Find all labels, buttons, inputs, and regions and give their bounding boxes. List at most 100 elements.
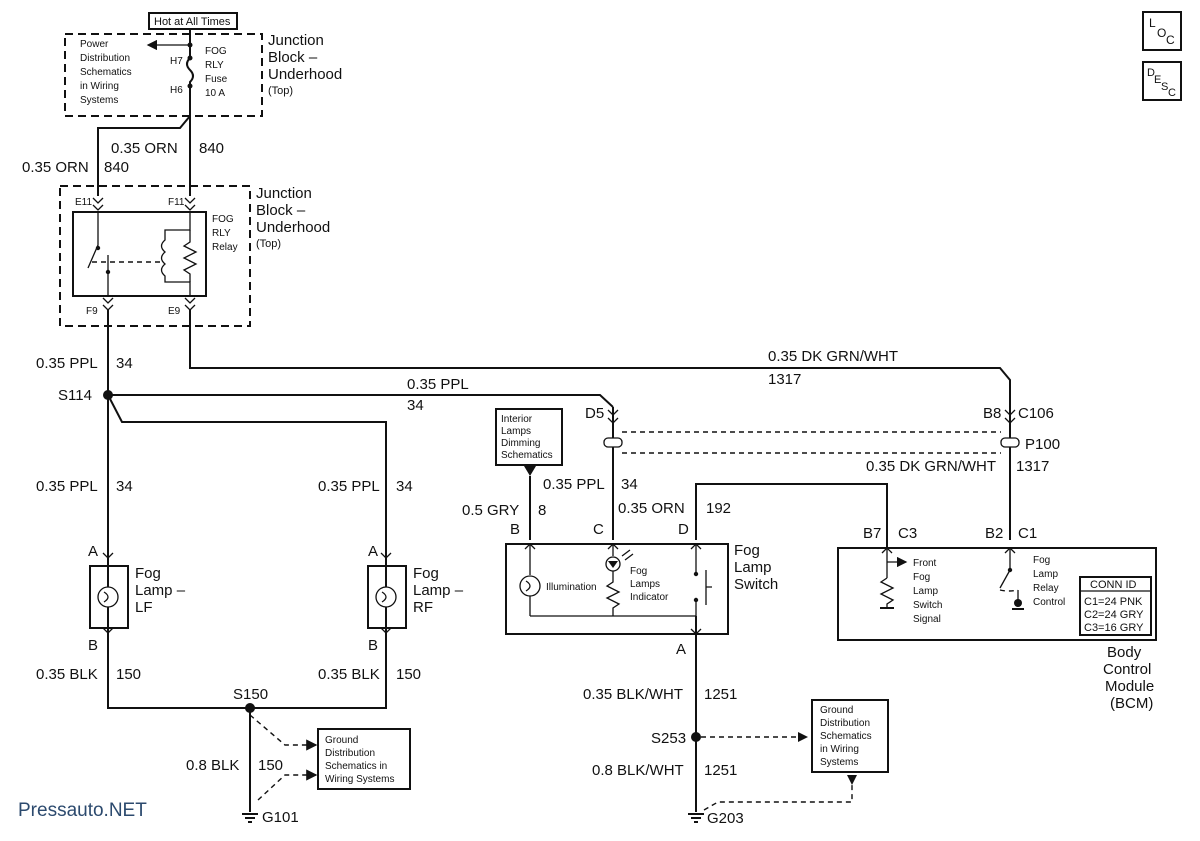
wire-840-left — [97, 96, 191, 196]
relay-pin-e11: E11 — [75, 197, 92, 208]
wire-gry-circuit: 8 — [538, 502, 546, 519]
ground-ref-g203-link — [703, 785, 853, 811]
wire-ppl-to-switch — [108, 394, 614, 408]
ground-dist-ref-box[interactable] — [317, 728, 411, 790]
ground-g101-icon — [242, 813, 258, 823]
conn-id-table — [1079, 576, 1152, 636]
wire-ppl-switch-color: 0.35 PPL — [407, 376, 469, 393]
interior-lamps-line-4: Schematics — [501, 450, 553, 461]
wire-ppl-main-circuit: 34 — [116, 355, 133, 372]
indicator-label-3: Indicator — [630, 592, 669, 603]
ground-dist-ref-right-box[interactable] — [811, 699, 889, 773]
fog-lamp-rf-pin-a: A — [368, 543, 378, 560]
bcm-pin-b2: B2 — [985, 525, 1003, 542]
wire-ppl-c-circuit: 34 — [621, 476, 638, 493]
ground-ref-left-3: Schematics in — [325, 761, 387, 772]
relay-label-3: Relay — [212, 242, 238, 253]
hot-at-all-times-label: Hot at All Times — [154, 16, 231, 28]
bcm-front-signal-3: Lamp — [913, 586, 938, 597]
wire-blk-left-color: 0.35 BLK — [36, 666, 98, 683]
ground-g101-label: G101 — [262, 809, 299, 826]
wire-orn-192 — [695, 483, 888, 548]
bcm-title-2: Control — [1103, 661, 1151, 678]
relay-block-title-2: Block – — [256, 202, 306, 219]
desc-letter-s: S — [1161, 81, 1168, 93]
wire-840-right-color: 0.35 ORN — [111, 140, 178, 157]
fog-switch-title-1: Fog — [734, 542, 760, 559]
interior-lamps-line-1: Interior — [501, 414, 533, 425]
relay-block-title-3: Underhood — [256, 219, 330, 236]
wire-blkwht08-color: 0.8 BLK/WHT — [592, 762, 684, 779]
hot-at-all-times-box — [148, 12, 238, 30]
splice-s150-label: S150 — [233, 686, 268, 703]
relay-block-title-1: Junction — [256, 185, 312, 202]
relay-resistor — [182, 230, 198, 282]
wire-blk-right-color: 0.35 BLK — [318, 666, 380, 683]
relay-switch-contact — [87, 212, 99, 269]
wire-blkwht-circuit: 1251 — [704, 686, 737, 703]
power-dist-line-1: Power — [80, 39, 109, 50]
ground-ref-right-2: Distribution — [820, 718, 870, 729]
interior-lamps-arrow-icon — [524, 466, 536, 476]
indicator-label-1: Fog — [630, 566, 647, 577]
wire-dkgrn-bcm-circuit: 1317 — [1016, 458, 1049, 475]
fog-lamp-rf: A B Fog Lamp – RF — [367, 543, 464, 654]
wire-840-right-circuit: 840 — [199, 140, 224, 157]
ground-g203-label: G203 — [707, 810, 744, 827]
conn-id-row-2: C2=24 GRY — [1084, 609, 1144, 621]
wire-dkgrn-top-color: 0.35 DK GRN/WHT — [768, 348, 898, 365]
desc-icon[interactable]: D E S C — [1142, 61, 1182, 101]
bcm-input-resistor — [879, 577, 895, 608]
conn-pin-d5: D5 — [585, 405, 604, 422]
splice-s253 — [691, 732, 701, 742]
wire-blk08-circuit: 150 — [258, 757, 283, 774]
bcm-front-signal-4: Switch — [913, 600, 942, 611]
ground-ref-left-2: Distribution — [325, 748, 375, 759]
desc-letter-e: E — [1154, 74, 1161, 86]
bcm-title-4: (BCM) — [1110, 695, 1153, 712]
switch-pin-d: D — [678, 521, 689, 538]
fog-switch-title-2: Lamp — [734, 559, 772, 576]
wire-orn-192-circuit: 192 — [706, 500, 731, 517]
switch-pin-c: C — [593, 521, 604, 538]
relay-pin-f9: F9 — [86, 306, 98, 317]
relay-label-2: RLY — [212, 228, 231, 239]
conn-pin-b8: B8 — [983, 405, 1001, 422]
fog-lamp-lf-label-3: LF — [135, 599, 153, 616]
bcm-relay-control-1: Fog — [1033, 555, 1050, 566]
switch-pushbutton-icon — [705, 570, 712, 605]
wire-ppl-lf-circuit: 34 — [116, 478, 133, 495]
fuse-block-title-2: Block – — [268, 49, 318, 66]
wire-ppl-rf-color: 0.35 PPL — [318, 478, 380, 495]
ground-ref-right-4: in Wiring — [820, 744, 859, 755]
relay-inner-box — [72, 211, 207, 297]
bcm-relay-control-3: Relay — [1033, 583, 1059, 594]
fog-lamp-lf-pin-b: B — [88, 637, 98, 654]
splice-s114-label: S114 — [58, 387, 92, 404]
conn-c106-label: C106 — [1018, 405, 1054, 422]
loc-letter-c: C — [1166, 33, 1175, 47]
relay-block-subtitle: (Top) — [256, 238, 281, 250]
wire-dkgrn-bcm-color: 0.35 DK GRN/WHT — [866, 458, 996, 475]
fuse-label-2: RLY — [205, 60, 224, 71]
fog-switch-title-3: Switch — [734, 576, 778, 593]
interior-lamps-ref-box[interactable] — [495, 408, 563, 466]
switch-pin-b: B — [510, 521, 520, 538]
relay-pin-e9: E9 — [168, 306, 181, 317]
wire-ppl-switch-circuit: 34 — [407, 397, 424, 414]
fog-lamp-lf-pin-a: A — [88, 543, 98, 560]
fuse-block-subtitle: (Top) — [268, 85, 293, 97]
connector-d5-plug-icon — [603, 437, 623, 448]
wire-blk-right-circuit: 150 — [396, 666, 421, 683]
bcm-front-signal-1: Front — [913, 558, 937, 569]
indicator-label-2: Lamps — [630, 579, 660, 590]
wire-orn-192-color: 0.35 ORN — [618, 500, 685, 517]
wire-840-left-circuit: 840 — [104, 159, 129, 176]
conn-p100-label: P100 — [1025, 436, 1060, 453]
fuse-pin-h6: H6 — [170, 85, 183, 96]
wire-ppl-rf-circuit: 34 — [396, 478, 413, 495]
loc-icon[interactable]: L O C — [1142, 11, 1182, 51]
conn-id-row-1: C1=24 PNK — [1084, 596, 1143, 608]
bcm-title-3: Module — [1105, 678, 1154, 695]
ground-ref-left-4: Wiring Systems — [325, 774, 394, 785]
